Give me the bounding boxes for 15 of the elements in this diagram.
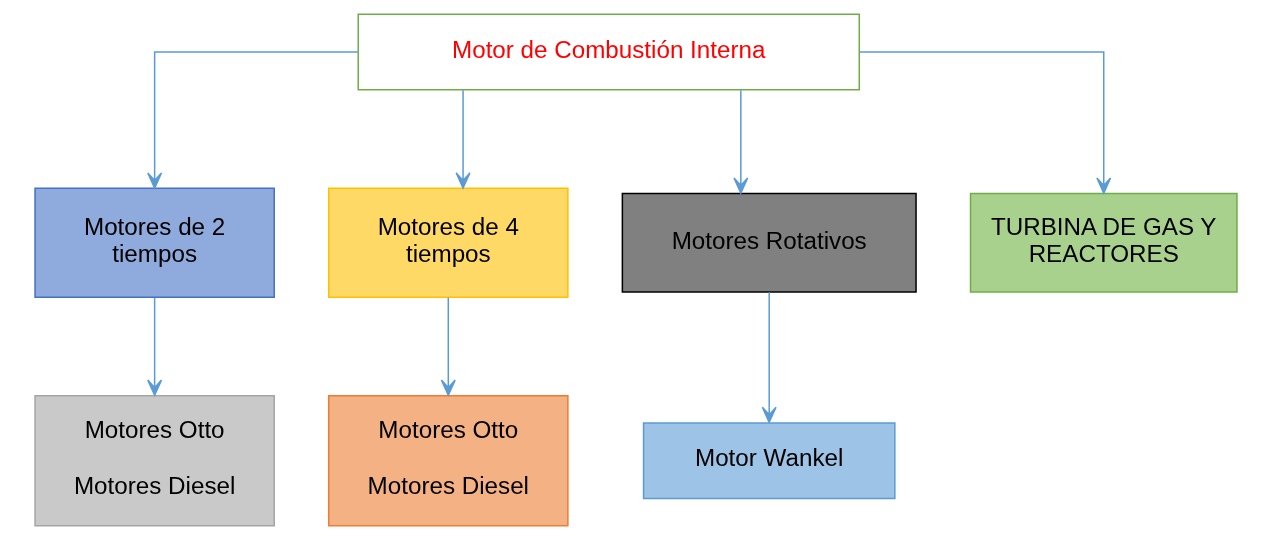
arrow: [440, 297, 456, 396]
node-box: Motores de 2 tiempos: [34, 187, 275, 298]
arrow: [147, 51, 359, 189]
node-box: TURBINA DE GAS Y REACTORES: [969, 192, 1238, 293]
arrow: [859, 51, 1112, 194]
node-box: Motores Otto Motores Diesel: [34, 394, 275, 527]
node-box: Motor Wankel: [642, 422, 896, 500]
arrow: [733, 89, 749, 194]
node-box: Motores Otto Motores Diesel: [327, 394, 569, 527]
arrow: [761, 291, 777, 424]
arrow: [455, 89, 471, 189]
node-box: Motores Rotativos: [621, 192, 917, 293]
arrow: [147, 297, 163, 396]
node-box: Motores de 4 tiempos: [327, 187, 569, 298]
node-box: Motor de Combustión Interna: [357, 13, 861, 91]
